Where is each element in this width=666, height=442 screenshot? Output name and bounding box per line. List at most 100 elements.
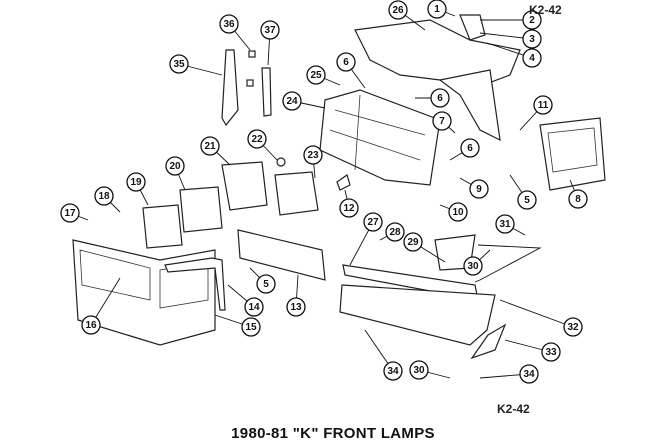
callout-circle xyxy=(244,297,264,317)
callout-circle xyxy=(200,136,220,156)
callout-circle xyxy=(169,54,189,74)
bumper-filler-panel xyxy=(459,14,486,41)
callout-circle xyxy=(568,189,588,209)
callout-3: 3 xyxy=(522,29,542,49)
callout-circle xyxy=(165,156,185,176)
headlamp-housing-21 xyxy=(221,161,268,211)
callout-number: 11 xyxy=(538,100,549,111)
callout-number: 17 xyxy=(64,208,76,219)
callout-number: 7 xyxy=(439,116,445,127)
callout-31: 31 xyxy=(495,214,515,234)
callout-circle xyxy=(448,202,468,222)
callout-6: 6 xyxy=(460,138,480,158)
callout-circle xyxy=(522,10,542,30)
callout-32: 32 xyxy=(563,317,583,337)
callout-circle xyxy=(463,256,483,276)
callout-number: 15 xyxy=(245,322,257,333)
callout-number: 4 xyxy=(529,53,535,64)
callout-number: 25 xyxy=(310,70,322,81)
callout-circle xyxy=(403,232,423,252)
callout-number: 28 xyxy=(389,227,401,238)
clip xyxy=(246,79,254,87)
bracket-33 xyxy=(470,323,507,360)
callout-circle xyxy=(519,364,539,384)
callout-25: 25 xyxy=(306,65,326,85)
callout-circle xyxy=(303,145,323,165)
callout-circle xyxy=(219,14,239,34)
callout-circle xyxy=(469,179,489,199)
fender-inner xyxy=(438,69,501,142)
callout-circle xyxy=(563,317,583,337)
callout-number: 33 xyxy=(545,347,557,358)
callout-circle xyxy=(260,20,280,40)
callout-18: 18 xyxy=(94,186,114,206)
callout-number: 2 xyxy=(529,15,535,26)
callout-number: 5 xyxy=(524,195,530,206)
callout-circle xyxy=(427,0,447,19)
callout-number: 21 xyxy=(204,141,216,152)
callout-29: 29 xyxy=(403,232,423,252)
spring-12 xyxy=(336,174,351,191)
callout-30: 30 xyxy=(409,360,429,380)
callout-6: 6 xyxy=(430,88,450,108)
callout-circle xyxy=(430,88,450,108)
callout-number: 30 xyxy=(413,365,425,376)
callout-circle xyxy=(409,360,429,380)
callout-circle xyxy=(460,138,480,158)
callout-28: 28 xyxy=(385,222,405,242)
callout-circle xyxy=(541,342,561,362)
callout-number: 36 xyxy=(223,19,235,30)
callout-circle xyxy=(383,361,403,381)
callout-10: 10 xyxy=(448,202,468,222)
callout-number: 22 xyxy=(251,134,263,145)
callout-number: 19 xyxy=(130,177,142,188)
callout-16: 16 xyxy=(81,315,101,335)
molding-37 xyxy=(261,67,272,117)
callout-circle xyxy=(256,274,276,294)
callout-22: 22 xyxy=(247,129,267,149)
callout-13: 13 xyxy=(286,297,306,317)
callout-number: 32 xyxy=(567,322,579,333)
callout-number: 10 xyxy=(452,207,464,218)
callout-circle xyxy=(126,172,146,192)
callout-9: 9 xyxy=(469,179,489,199)
callout-number: 5 xyxy=(263,279,269,290)
headlamp-20 xyxy=(179,186,223,233)
callout-number: 31 xyxy=(499,219,511,230)
radiator-support xyxy=(354,19,521,91)
callout-circle xyxy=(388,0,408,20)
lower-panel-32 xyxy=(339,284,496,346)
callout-34: 34 xyxy=(519,364,539,384)
callout-number: 12 xyxy=(343,203,355,214)
callout-11: 11 xyxy=(533,95,553,115)
callout-7: 7 xyxy=(432,111,452,131)
parts-artwork xyxy=(72,14,606,360)
leader-line xyxy=(499,299,574,328)
callout-35: 35 xyxy=(169,54,189,74)
callout-23: 23 xyxy=(303,145,323,165)
callout-number: 6 xyxy=(343,57,349,68)
molding-35 xyxy=(221,49,239,127)
callout-15: 15 xyxy=(241,317,261,337)
callout-number: 37 xyxy=(264,25,276,36)
callout-2: 2 xyxy=(522,10,542,30)
callout-5: 5 xyxy=(256,274,276,294)
headlamp-23 xyxy=(274,171,319,216)
figure-code-top: K2-42 xyxy=(529,3,562,17)
callout-number: 24 xyxy=(286,96,298,107)
callout-4: 4 xyxy=(522,48,542,68)
callout-24: 24 xyxy=(282,91,302,111)
callout-number: 18 xyxy=(98,191,110,202)
callout-circle xyxy=(495,214,515,234)
callout-number: 3 xyxy=(529,34,535,45)
callout-12: 12 xyxy=(339,198,359,218)
callout-number: 34 xyxy=(523,369,535,380)
callout-number: 34 xyxy=(387,366,399,377)
callout-number: 13 xyxy=(290,302,302,313)
headlamp-mounting-panel xyxy=(319,89,441,186)
callout-1: 1 xyxy=(427,0,447,19)
callout-number: 23 xyxy=(307,150,319,161)
callout-circle xyxy=(94,186,114,206)
